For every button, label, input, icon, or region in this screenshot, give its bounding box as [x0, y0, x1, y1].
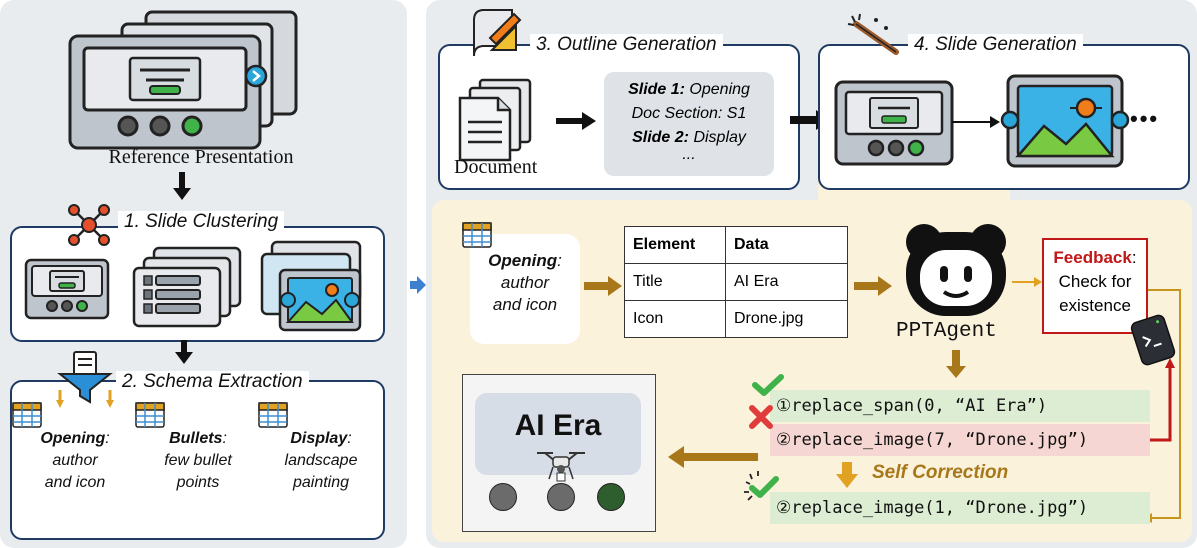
code-line-error: ②replace_image(7, “Drone.jpg”) [770, 424, 1150, 456]
schema-desc: author [500, 273, 550, 292]
slide-circle [489, 483, 517, 511]
down-arrow [175, 340, 193, 364]
gold-arrow-down [946, 350, 966, 378]
code-line-corrected: ②replace_image(1, “Drone.jpg”) [770, 492, 1150, 524]
feedback-title: Feedback [1053, 248, 1132, 267]
outline-generation-title: 3. Outline Generation [530, 34, 723, 56]
table-icon [12, 402, 42, 428]
schema-opening: Opening: author and icon [20, 414, 130, 526]
right-arrow [952, 116, 1000, 128]
schema-table: Element Data Title AI Era Icon Drone.jpg [624, 226, 848, 338]
check-icon [752, 374, 784, 396]
drafting-icon [473, 9, 522, 57]
slide-clustering-title: 1. Slide Clustering [118, 211, 285, 233]
table-icon [462, 222, 492, 248]
outline-bubble: Slide 1: Opening Doc Section: S1 Slide 2… [604, 72, 774, 176]
outline-line: ... [682, 146, 696, 163]
schema-display: Display: landscape painting [266, 414, 376, 526]
outline-line: Slide 1: Opening [628, 81, 750, 98]
schema-desc: and icon [44, 474, 106, 491]
panel-arrow [410, 276, 426, 294]
schema-desc: painting [292, 474, 350, 491]
feedback-text: existence [1059, 296, 1131, 315]
filter-icon [56, 351, 114, 408]
generated-opening-slide [834, 80, 954, 166]
sparkle-check-icon [744, 471, 779, 501]
schema-desc: author [52, 452, 98, 469]
schema-desc: points [176, 474, 220, 491]
generated-display-slide [1000, 74, 1130, 168]
schema-name: Opening [488, 251, 558, 270]
drone-image [537, 452, 585, 482]
schema-desc: landscape [284, 452, 358, 469]
table-icon [258, 402, 288, 428]
cluster-icon [68, 204, 110, 246]
self-correction-label: Self Correction [872, 462, 1009, 483]
table-cell: Drone.jpg [725, 300, 848, 338]
table-row: Icon Drone.jpg [624, 300, 848, 338]
schema-name: Opening [40, 430, 106, 447]
pptagent-robot-icon [906, 224, 1006, 316]
gold-arrow-left [668, 446, 758, 468]
more-slides-ellipsis: ••• [1130, 106, 1160, 131]
opening-slide-icon [24, 258, 110, 320]
document-label: Document [454, 156, 538, 178]
result-slide: AI Era [462, 374, 656, 532]
table-cell: Icon [624, 300, 726, 338]
feedback-arrow [1012, 277, 1042, 287]
terminal-icon [1130, 314, 1176, 366]
feedback-text: Check for [1058, 272, 1132, 291]
code-line-ok: ①replace_span(0, “AI Era”) [770, 390, 1150, 422]
slide-generation-title: 4. Slide Generation [908, 34, 1083, 56]
opening-schema-bubble: Opening: author and icon [470, 234, 580, 344]
table-header: Element [624, 226, 726, 264]
cross-icon [749, 405, 773, 429]
reference-presentation-icon [68, 10, 298, 150]
result-slide-title: AI Era [514, 409, 602, 442]
document-icon [458, 78, 532, 162]
gold-arrow [854, 276, 892, 296]
outline-line: Doc Section: S1 [631, 105, 747, 122]
schema-extraction-title: 2. Schema Extraction [116, 371, 309, 393]
slide-circle [597, 483, 625, 511]
gold-arrow-down [836, 462, 858, 488]
pptagent-label: PPTAgent [896, 320, 997, 343]
outline-line: Slide 2: Display [632, 129, 746, 146]
right-arrow [556, 112, 596, 130]
display-slide-icon [260, 240, 362, 332]
schema-desc: few bullet [164, 452, 232, 469]
slide-circle [547, 483, 575, 511]
magic-wand-icon [847, 13, 899, 55]
table-header: Data [725, 226, 848, 264]
reference-presentation-label: Reference Presentation [108, 146, 294, 168]
schema-name: Bullets [169, 430, 223, 447]
gold-arrow [584, 276, 622, 296]
feedback-box: Feedback: Check for existence [1042, 238, 1148, 334]
schema-name: Display [290, 430, 348, 447]
table-cell: AI Era [725, 263, 848, 301]
table-icon [135, 402, 165, 428]
schema-bullets: Bullets: few bullet points [143, 414, 253, 526]
down-arrow [173, 172, 191, 200]
bullets-slide-icon [132, 246, 242, 328]
schema-desc: and icon [492, 295, 558, 314]
